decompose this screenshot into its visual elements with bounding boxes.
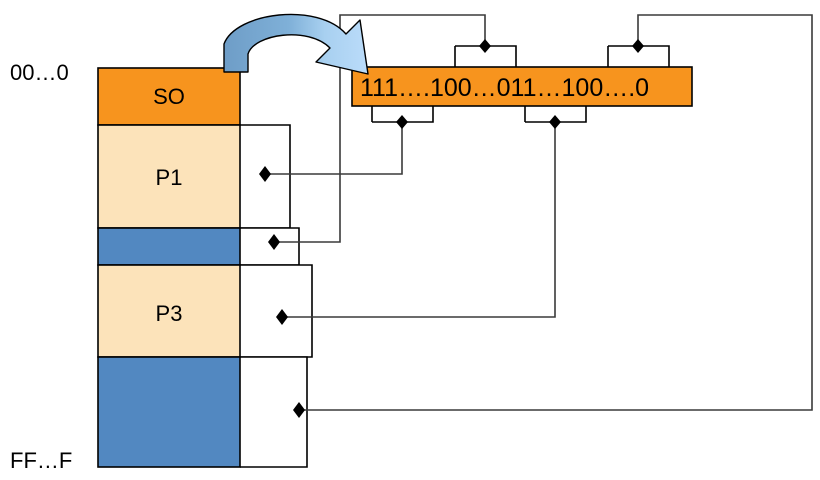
bracket-blue-upper bbox=[240, 227, 300, 266]
connector-markers bbox=[259, 39, 644, 418]
memory-block-p3[interactable] bbox=[97, 264, 241, 358]
memory-block-p3-label: P3 bbox=[156, 301, 183, 326]
marker-blue-lower bbox=[293, 402, 305, 418]
memory-block-free-lower[interactable] bbox=[97, 356, 241, 468]
link-blue-lower-to-bits bbox=[299, 14, 813, 411]
marker-bits-top-1 bbox=[479, 39, 491, 53]
memory-block-p1-label: P1 bbox=[156, 165, 183, 190]
bracket-bits-bot-1 bbox=[371, 106, 434, 123]
memory-column: SO P1 P3 bbox=[97, 67, 241, 468]
bracket-bits-top-2 bbox=[607, 45, 670, 67]
bracket-p3 bbox=[240, 264, 313, 358]
mapping-arrow bbox=[223, 13, 369, 75]
marker-bits-bot-1 bbox=[396, 115, 408, 129]
address-label-top: 00…0 bbox=[10, 60, 69, 85]
bitstring-text: 111….100…011…100….0 bbox=[360, 74, 649, 102]
memory-block-so[interactable] bbox=[97, 67, 241, 126]
bracket-bits-top-1 bbox=[454, 45, 517, 67]
link-p3-to-bits bbox=[282, 122, 556, 318]
bitstring-box[interactable]: 111….100…011…100….0 bbox=[351, 66, 693, 107]
memory-block-p1[interactable] bbox=[97, 124, 241, 229]
marker-bits-top-2 bbox=[632, 39, 644, 53]
link-blue-upper-to-bits bbox=[274, 14, 486, 243]
marker-blue-upper bbox=[268, 234, 280, 250]
bracket-bits-bot-2 bbox=[524, 106, 587, 123]
memory-block-free-upper[interactable] bbox=[97, 227, 241, 266]
marker-p1 bbox=[259, 166, 271, 182]
mapping-arrow-shape bbox=[223, 13, 369, 75]
memory-block-so-label: SO bbox=[153, 84, 185, 109]
bracket-blue-lower bbox=[240, 356, 308, 468]
bitstring-box-rect[interactable] bbox=[351, 66, 693, 107]
marker-p3 bbox=[276, 309, 288, 325]
connector-network bbox=[240, 14, 813, 468]
marker-bits-bot-2 bbox=[549, 115, 561, 129]
link-p1-to-bits bbox=[265, 122, 403, 175]
address-label-bottom: FF…F bbox=[10, 448, 72, 473]
